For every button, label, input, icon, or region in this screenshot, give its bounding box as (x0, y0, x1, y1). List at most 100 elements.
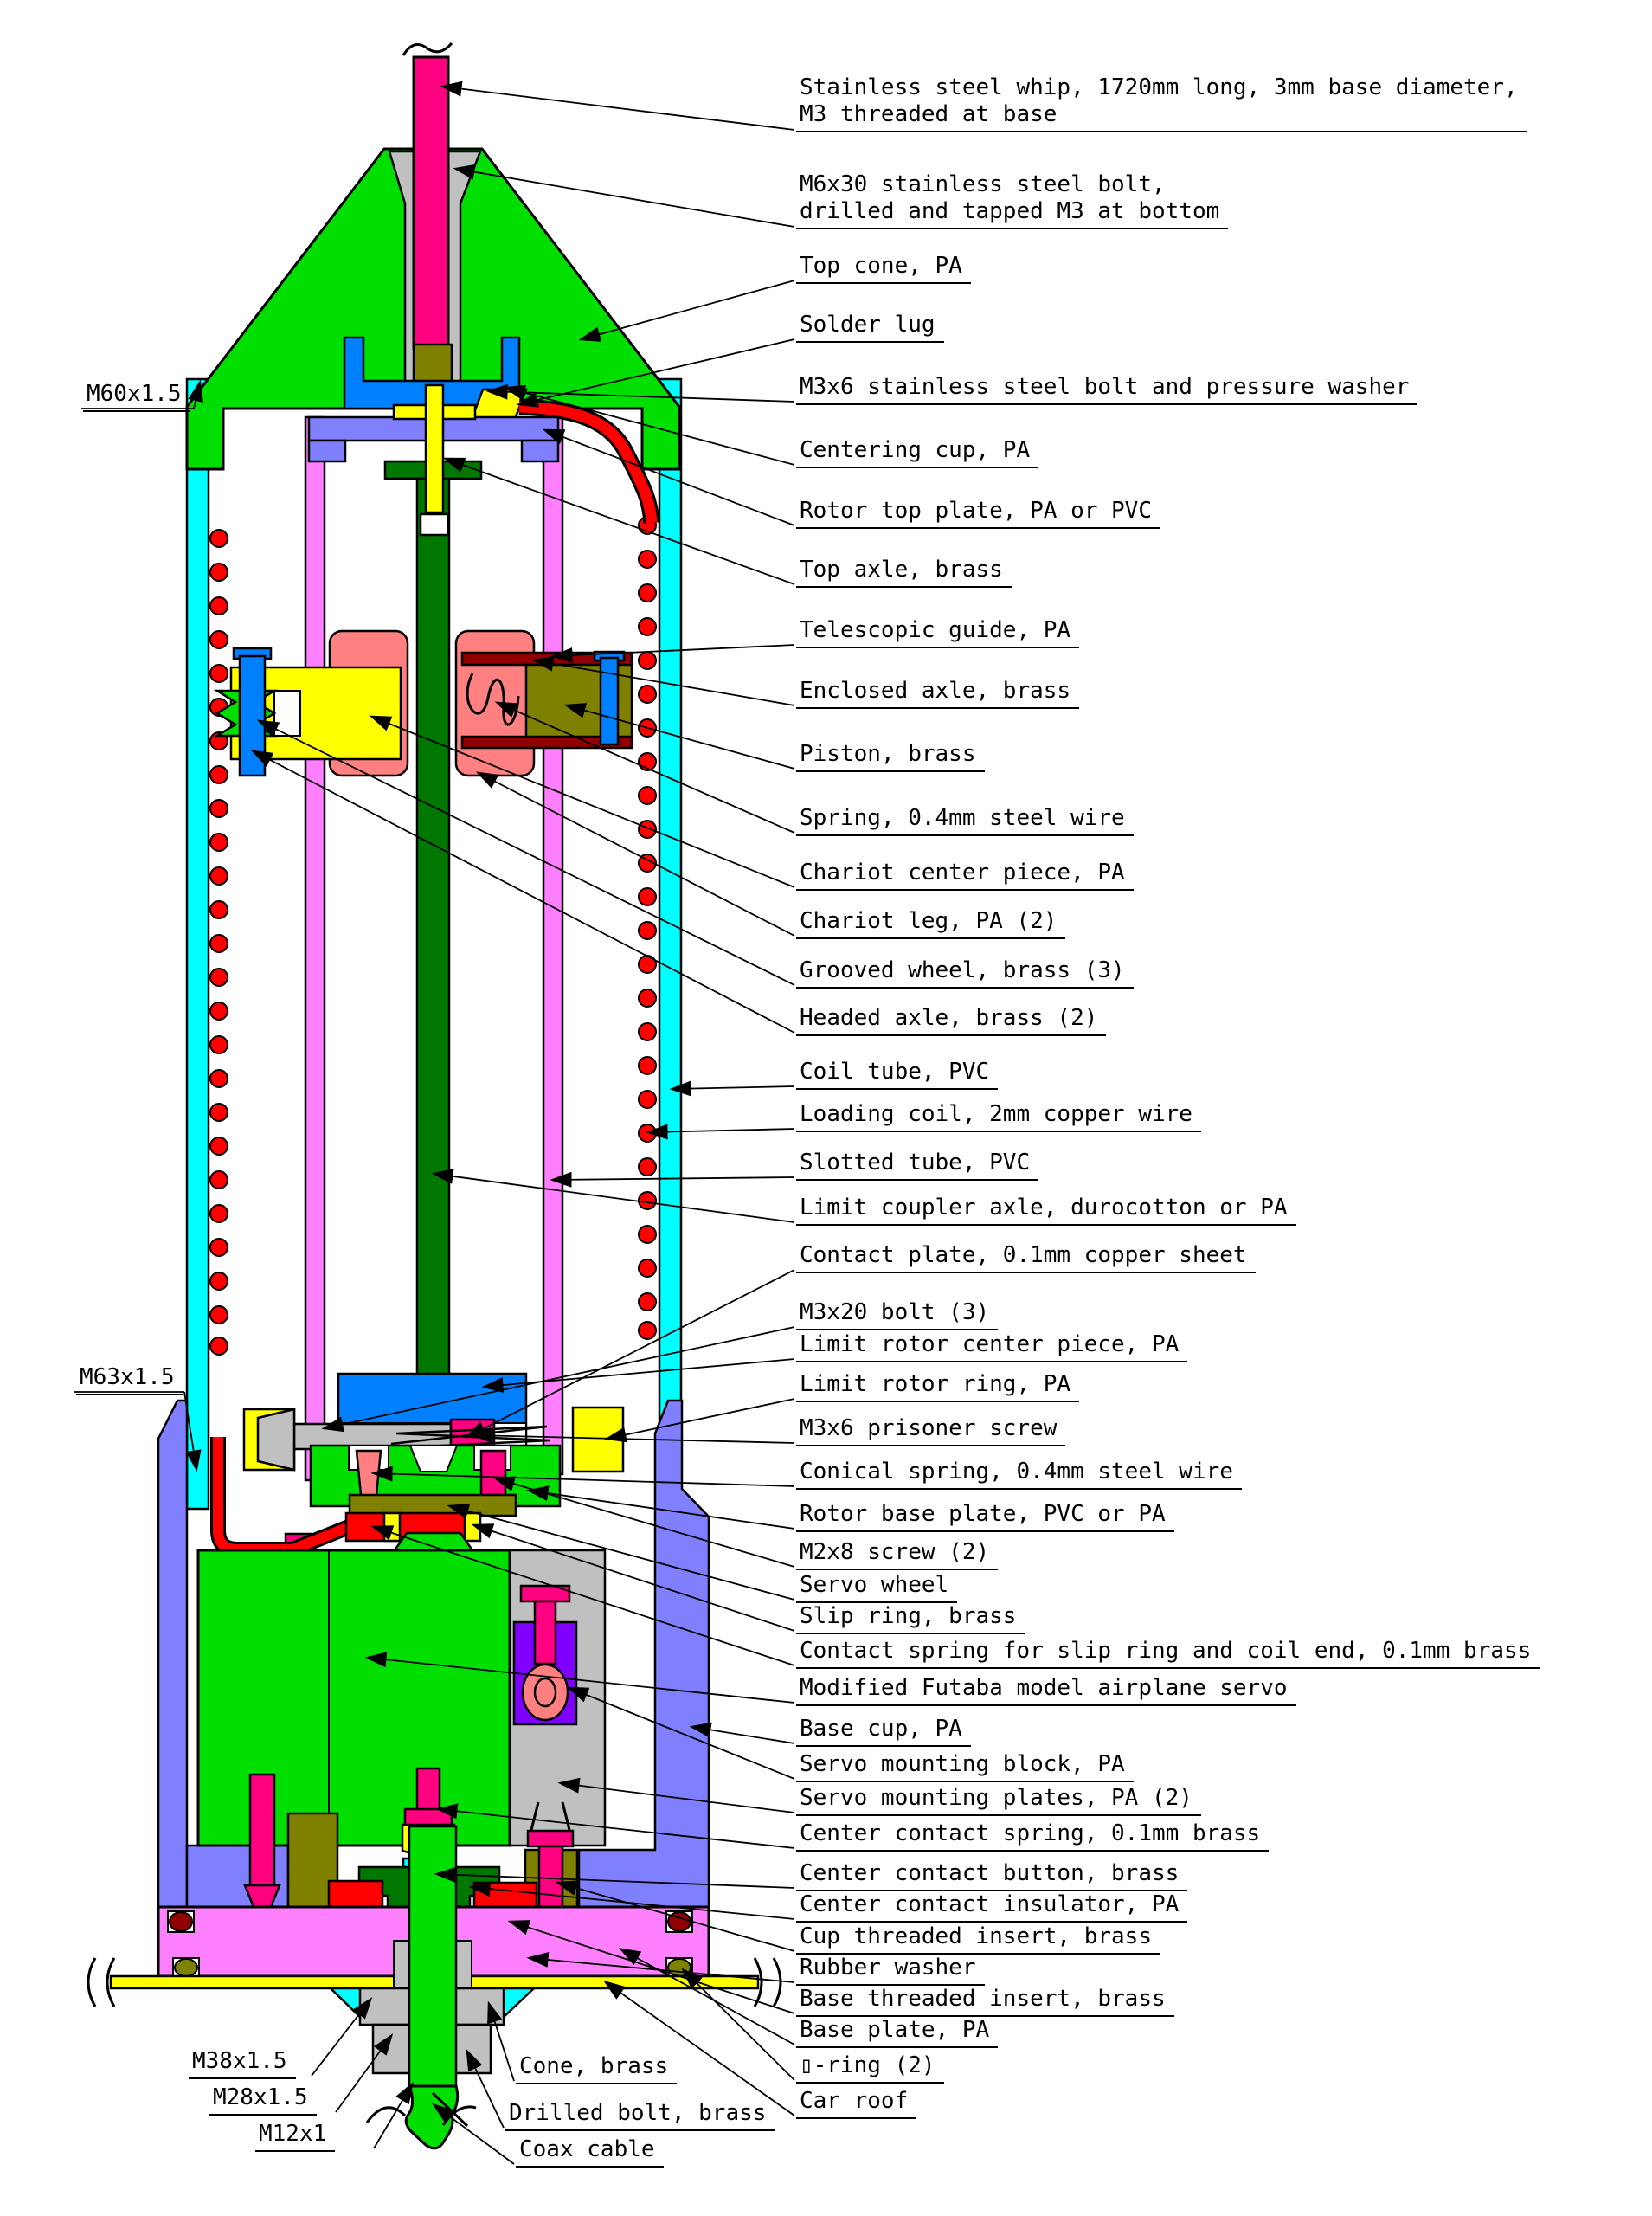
callout-m3x6-bolt-washer: M3x6 stainless steel bolt and pressure w… (796, 374, 1418, 405)
callout-servo-wheel: Servo wheel (796, 1572, 958, 1603)
callout-text: Center contact insulator, PA (800, 1891, 1180, 1917)
callout-text: Servo mounting block, PA (800, 1751, 1125, 1777)
callout-text: Coil tube, PVC (800, 1059, 990, 1085)
callout-cone-brass: Cone, brass (516, 2053, 678, 2084)
callout-text: Servo mounting plates, PA (2) (800, 1785, 1192, 1811)
callout-text: Chariot center piece, PA (800, 860, 1125, 886)
callout-coax-cable: Coax cable (516, 2136, 664, 2168)
callout-spring: Spring, 0.4mm steel wire (796, 805, 1134, 836)
callout-chariot-leg: Chariot leg, PA (2) (796, 908, 1066, 939)
bottom-left-screw (243, 1773, 281, 1909)
callout-chariot-center-piece: Chariot center piece, PA (796, 860, 1134, 891)
callout-headed-axle: Headed axle, brass (2) (796, 1005, 1107, 1036)
callout-stainless-steel-whip: Stainless steel whip, 1720mm long, 3mm b… (796, 74, 1527, 132)
callout-text: Cone, brass (519, 2053, 669, 2079)
callout-rotor-base-plate: Rotor base plate, PVC or PA (796, 1501, 1174, 1532)
callout-text: Rubber washer (800, 1955, 976, 1981)
callout-contact-spring: Contact spring for slip ring and coil en… (796, 1638, 1540, 1669)
callout-centering-cup: Centering cup, PA (796, 437, 1039, 468)
callout-slotted-tube: Slotted tube, PVC (796, 1150, 1039, 1181)
callout-text: Center contact spring, 0.1mm brass (800, 1820, 1261, 1846)
callout-text: Top axle, brass (800, 557, 1003, 583)
callout-text: Contact spring for slip ring and coil en… (800, 1638, 1532, 1664)
callout-text: M63x1.5 (80, 1364, 175, 1390)
callout-rotor-top-plate: Rotor top plate, PA or PVC (796, 498, 1160, 529)
callout-text: Base threaded insert, brass (800, 1986, 1166, 2012)
callout-text: M6x30 stainless steel bolt, drilled and … (800, 171, 1220, 224)
callout-base-cup: Base cup, PA (796, 1716, 971, 1747)
spring-squiggle (466, 673, 520, 726)
stainless-steel-whip (402, 42, 453, 350)
callout-conical-spring: Conical spring, 0.4mm steel wire (796, 1459, 1242, 1490)
callout-text: M60x1.5 (87, 381, 182, 407)
callout-cup-threaded-insert: Cup threaded insert, brass (796, 1923, 1160, 1955)
callout-top-axle: Top axle, brass (796, 557, 1012, 588)
callout-center-contact-button: Center contact button, brass (796, 1860, 1188, 1891)
callout-text: Contact plate, 0.1mm copper sheet (800, 1242, 1247, 1268)
callout-text: Servo wheel (800, 1572, 949, 1598)
break-symbol (402, 42, 453, 56)
callout-text: Stainless steel whip, 1720mm long, 3mm b… (800, 74, 1518, 127)
o-ring-bottom-left (174, 1958, 198, 1977)
callout-center-contact-spring: Center contact spring, 0.1mm brass (796, 1820, 1270, 1852)
callout-text: Base plate, PA (800, 2017, 990, 2043)
break-symbol (87, 1957, 97, 2007)
callout-contact-plate: Contact plate, 0.1mm copper sheet (796, 1242, 1256, 1273)
callout-text: M12x1 (259, 2121, 327, 2147)
callout-text: Solder lug (800, 312, 935, 338)
callout-solder-lug: Solder lug (796, 312, 944, 343)
callout-loading-coil: Loading coil, 2mm copper wire (796, 1101, 1201, 1132)
callout-text: Rotor top plate, PA or PVC (800, 498, 1152, 524)
o-ring-top-left (169, 1911, 193, 1932)
callout-text: Piston, brass (800, 741, 976, 767)
callout-m3x20-bolt: M3x20 bolt (3) (796, 1299, 999, 1330)
callout-limit-rotor-ring: Limit rotor ring, PA (796, 1371, 1080, 1402)
callout-text: Telescopic guide, PA (800, 617, 1071, 643)
callout-text: Conical spring, 0.4mm steel wire (800, 1459, 1233, 1485)
callout-center-contact-insulator: Center contact insulator, PA (796, 1891, 1188, 1923)
callout-futaba-servo: Modified Futaba model airplane servo (796, 1675, 1296, 1706)
callout-text: Rotor base plate, PVC or PA (800, 1501, 1166, 1527)
callout-text: Headed axle, brass (2) (800, 1005, 1098, 1031)
callout-grooved-wheel: Grooved wheel, brass (3) (796, 957, 1134, 989)
callout-slip-ring: Slip ring, brass (796, 1603, 1025, 1634)
limit-coupler-axle (383, 460, 483, 1420)
callout-text: M3x6 prisoner screw (800, 1415, 1057, 1441)
callout-text: Chariot leg, PA (2) (800, 908, 1057, 934)
callout-limit-rotor-center-piece: Limit rotor center piece, PA (796, 1331, 1188, 1362)
callout-text: Base cup, PA (800, 1716, 962, 1742)
callout-m2x8-screw: M2x8 screw (2) (796, 1539, 999, 1570)
futaba-servo-body (196, 1531, 511, 1847)
break-symbol (106, 1957, 116, 2007)
callout-text: M2x8 screw (2) (800, 1539, 990, 1565)
callout-text: Slotted tube, PVC (800, 1150, 1031, 1176)
break-symbol (772, 1957, 782, 2007)
callout-servo-mounting-block: Servo mounting block, PA (796, 1751, 1134, 1782)
callout-piston: Piston, brass (796, 741, 985, 772)
servo-mounting-block (512, 1584, 578, 1726)
callout-coil-tube: Coil tube, PVC (796, 1059, 999, 1090)
leader-lines (74, 81, 795, 2165)
callout-text: M28x1.5 (213, 2084, 308, 2110)
callout-thread-m12: M12x1 (255, 2121, 336, 2152)
callout-text: Modified Futaba model airplane servo (800, 1675, 1288, 1701)
callout-car-roof: Car roof (796, 2088, 917, 2119)
callout-text: M3x20 bolt (3) (800, 1299, 990, 1325)
callout-limit-coupler-axle: Limit coupler axle, durocotton or PA (796, 1195, 1296, 1226)
callout-top-cone: Top cone, PA (796, 253, 971, 284)
callout-text: M3x6 stainless steel bolt and pressure w… (800, 374, 1410, 400)
callout-text: Grooved wheel, brass (3) (800, 957, 1125, 983)
callout-text: Cup threaded insert, brass (800, 1923, 1152, 1949)
block-screw (533, 1600, 557, 1665)
contact-plate-zigzag (390, 1425, 551, 1449)
callout-thread-m60: M60x1.5 (83, 381, 190, 412)
coil-end-wire-top (518, 398, 660, 524)
callout-thread-m28: M28x1.5 (209, 2084, 317, 2116)
limit-rotor-ring (571, 1406, 625, 1473)
callout-text: Coax cable (519, 2136, 655, 2162)
callout-telescopic-guide: Telescopic guide, PA (796, 617, 1080, 648)
callout-servo-mounting-plates: Servo mounting plates, PA (2) (796, 1785, 1201, 1816)
callout-text: Loading coil, 2mm copper wire (800, 1101, 1192, 1127)
